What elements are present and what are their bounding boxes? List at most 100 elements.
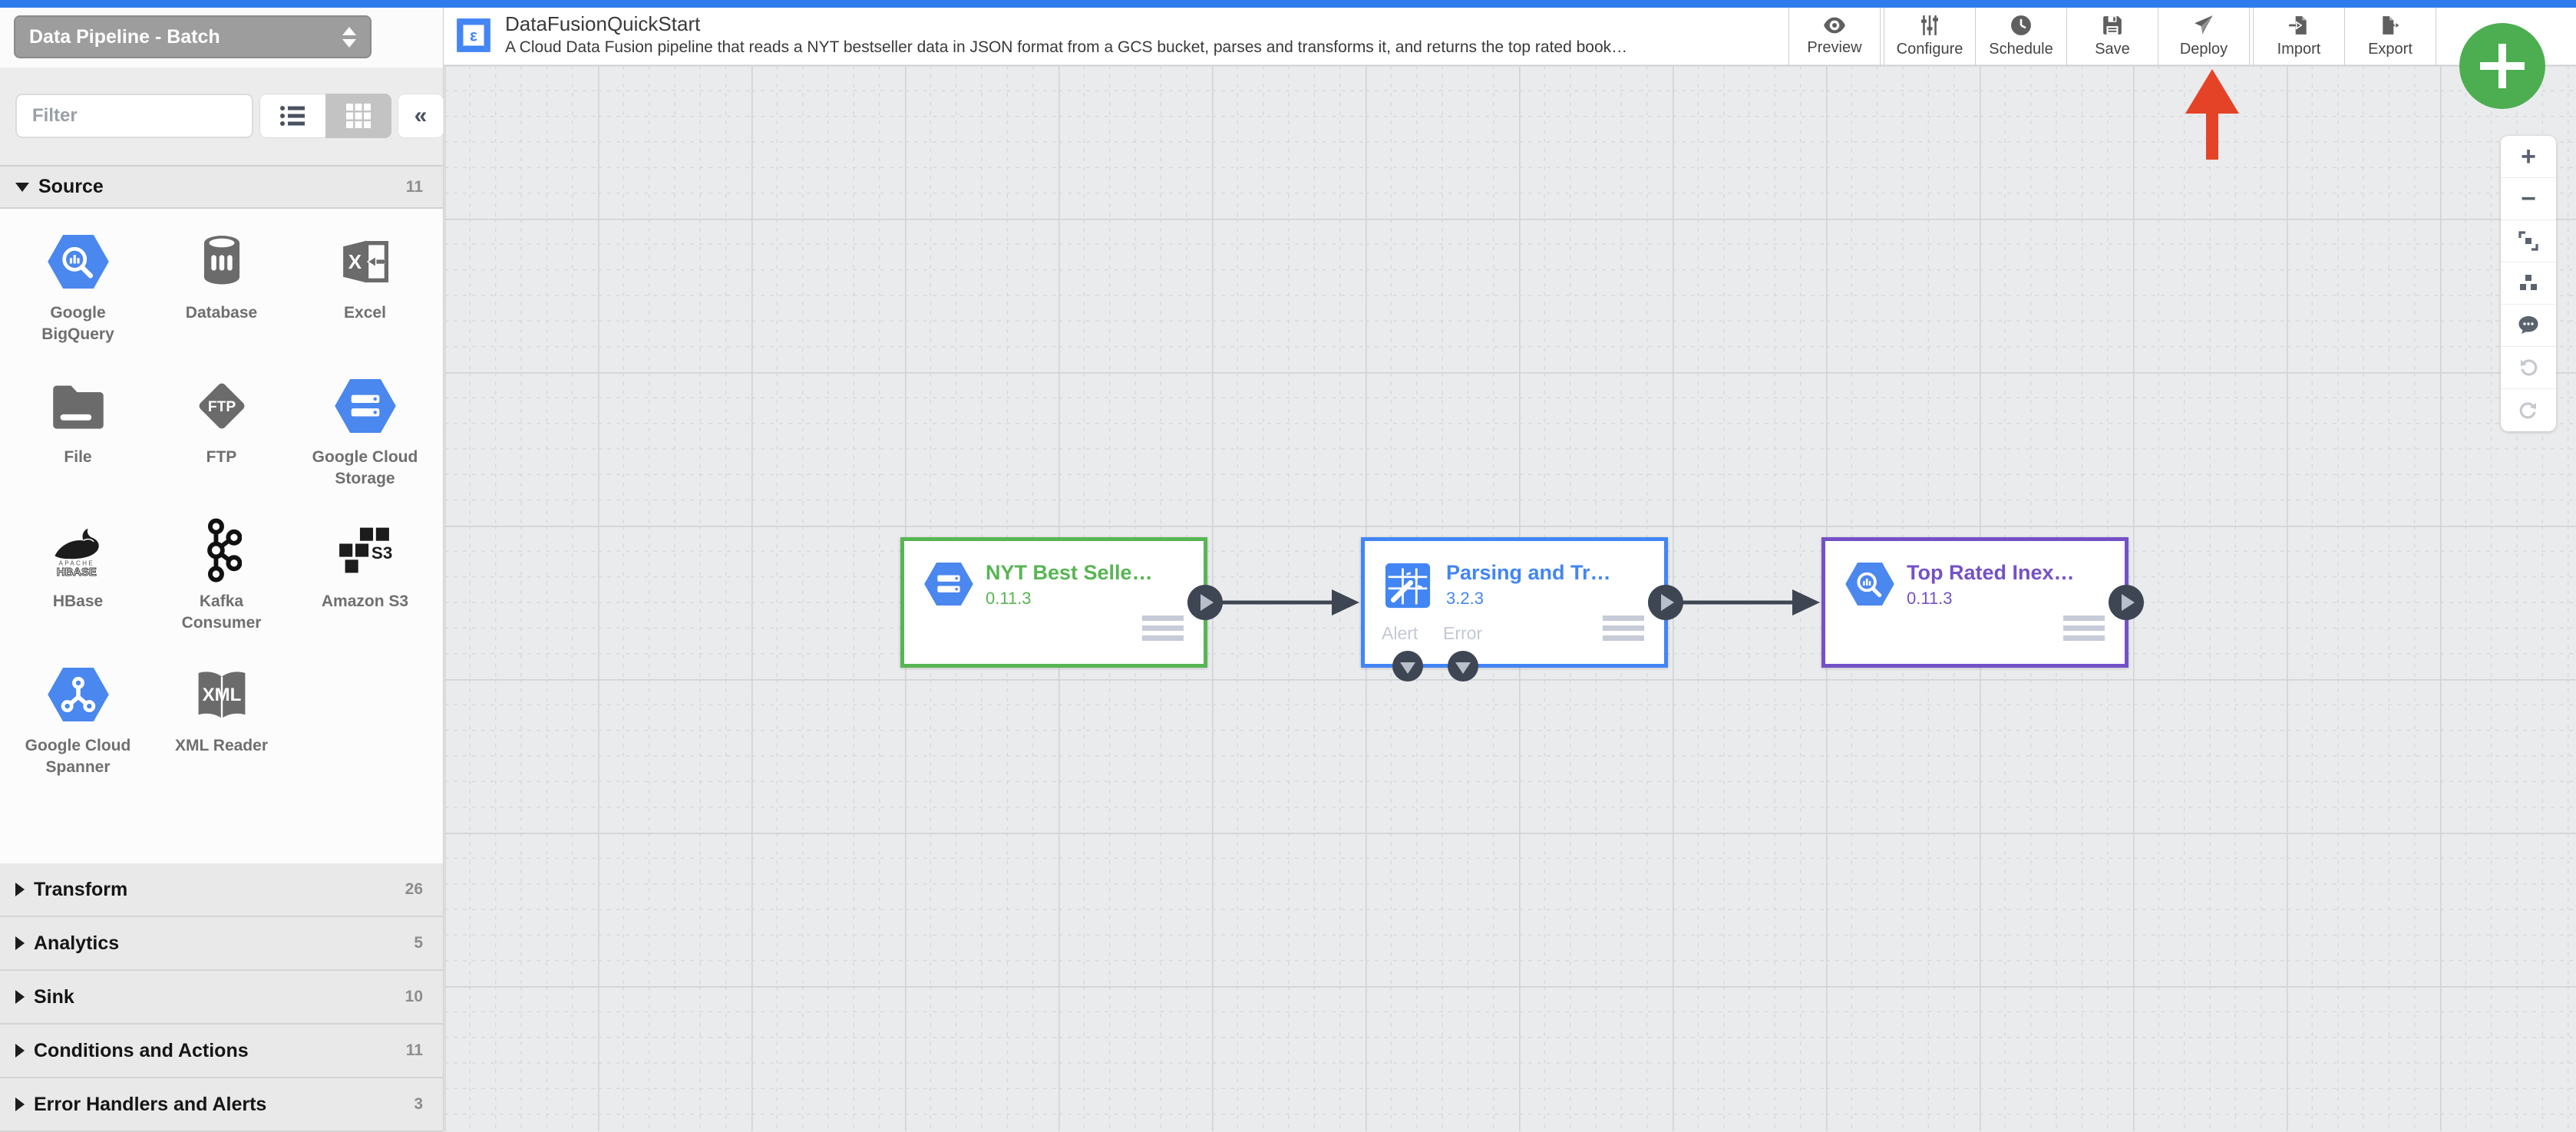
zoom-in-button[interactable]: +: [2501, 136, 2556, 178]
plugin-google-cloud-spanner[interactable]: Google Cloud Spanner: [6, 663, 150, 807]
undo-button[interactable]: [2501, 347, 2556, 389]
toolbar-label: Schedule: [1989, 41, 2053, 58]
plugin-google-bigquery[interactable]: Google BigQuery: [6, 230, 150, 375]
save-button[interactable]: Save: [2067, 8, 2158, 65]
add-entity-fab[interactable]: [2459, 23, 2545, 109]
grid-view-icon: [346, 104, 371, 128]
plugin-google-cloud-storage[interactable]: Google Cloud Storage: [293, 375, 437, 519]
section-transform[interactable]: Transform 26: [0, 863, 443, 917]
plugin-file[interactable]: File: [6, 375, 150, 519]
collapse-sidebar-button[interactable]: «: [398, 94, 444, 138]
node-menu-icon[interactable]: [1142, 616, 1184, 645]
gcs-icon: [924, 563, 973, 612]
node-title: NYT Best Selle…: [986, 561, 1153, 584]
section-source-label: Source: [38, 176, 104, 197]
redo-button[interactable]: [2501, 389, 2556, 431]
pipeline-canvas[interactable]: NYT Best Selle… 0.11.3 Parsing and Tr…: [444, 65, 2576, 1131]
node-menu-icon[interactable]: [2063, 616, 2105, 645]
plugin-label: Amazon S3: [321, 592, 409, 610]
output-port[interactable]: [1648, 585, 1683, 620]
fit-to-screen-button[interactable]: [2501, 220, 2556, 262]
plugin-xml-reader[interactable]: XML XML Reader: [150, 663, 293, 807]
divider: [2344, 8, 2345, 65]
section-conditions-and-actions[interactable]: Conditions and Actions 11: [0, 1025, 443, 1078]
node-nyt-best-sellers[interactable]: NYT Best Selle… 0.11.3: [900, 537, 1223, 668]
error-port[interactable]: [1448, 651, 1478, 682]
divider: [1880, 8, 1881, 65]
filter-row: «: [0, 68, 444, 165]
ftp-icon: FTP: [190, 375, 253, 437]
schedule-button[interactable]: Schedule: [1976, 8, 2066, 65]
database-icon: [190, 230, 253, 293]
alert-port[interactable]: [1392, 651, 1423, 682]
comment-button[interactable]: [2501, 305, 2556, 347]
alert-port-label: Alert: [1382, 623, 1418, 643]
output-port[interactable]: [1187, 585, 1223, 620]
node-parsing-transform[interactable]: Parsing and Tr… 3.2.3 Alert Error: [1361, 537, 1683, 682]
play-icon: [2122, 594, 2135, 611]
plugin-hbase[interactable]: APACHE HBASE HBase: [6, 519, 150, 663]
import-file-icon: [2289, 16, 2307, 35]
fit-to-screen-icon: [2518, 231, 2538, 251]
hbase-icon: APACHE HBASE: [47, 519, 110, 582]
preview-button[interactable]: Preview: [1789, 8, 1880, 65]
node-top-rated-sink[interactable]: Top Rated Inex… 0.11.3: [1821, 537, 2144, 668]
plugin-sidebar: Data Pipeline - Batch: [0, 8, 444, 1132]
deploy-button[interactable]: Deploy: [2158, 8, 2249, 65]
section-count: 3: [414, 1095, 423, 1113]
section-count: 11: [405, 1041, 423, 1059]
plugin-amazon-s3[interactable]: S3 Amazon S3: [293, 519, 437, 663]
zoom-out-button[interactable]: −: [2501, 178, 2556, 220]
svg-text:XML: XML: [202, 685, 241, 705]
plugin-database[interactable]: Database: [150, 230, 293, 375]
divider: [2253, 8, 2254, 65]
section-label: Transform: [34, 878, 128, 900]
divider: [1975, 8, 1976, 65]
node-title: Parsing and Tr…: [1446, 561, 1611, 584]
connections: [1216, 589, 1820, 616]
node-version: 0.11.3: [1907, 589, 1953, 608]
chevron-right-icon: [15, 936, 25, 950]
section-error-handlers-and-alerts[interactable]: Error Handlers and Alerts 3: [0, 1078, 443, 1132]
svg-text:ε: ε: [470, 27, 477, 45]
view-toggle: [259, 94, 391, 138]
toolbar-label: Export: [2368, 41, 2413, 58]
node-menu-icon[interactable]: [1603, 616, 1644, 645]
grid-view-button[interactable]: [325, 94, 391, 138]
plugin-kafka-consumer[interactable]: Kafka Consumer: [150, 518, 293, 663]
top-accent-bar: [0, 0, 2576, 8]
section-source-count: 11: [405, 177, 423, 196]
plus-icon: +: [2521, 141, 2536, 171]
list-view-button[interactable]: [259, 94, 325, 138]
plugin-excel[interactable]: X Excel: [293, 230, 437, 375]
divider: [1788, 8, 1789, 65]
plugin-label: Google BigQuery: [41, 304, 114, 344]
import-button[interactable]: Import: [2254, 8, 2344, 65]
triangle-down-icon: [1400, 662, 1415, 674]
align-nodes-button[interactable]: [2501, 262, 2556, 305]
toolbar-label: Import: [2277, 41, 2321, 58]
canvas-controls: + −: [2501, 136, 2556, 431]
export-file-icon: [2383, 16, 2401, 35]
plugin-ftp[interactable]: FTP FTP: [150, 375, 293, 519]
section-analytics[interactable]: Analytics 5: [0, 917, 443, 971]
pipeline-header: ε DataFusionQuickStart A Cloud Data Fusi…: [444, 8, 2576, 65]
configure-button[interactable]: Configure: [1884, 8, 1975, 65]
divider: [2066, 8, 2067, 65]
filter-input[interactable]: [15, 94, 253, 138]
pipeline-title: DataFusionQuickStart: [505, 12, 701, 35]
save-icon: [2103, 16, 2122, 35]
section-source[interactable]: Source 11: [0, 165, 443, 209]
toolbar-label: Preview: [1807, 39, 1862, 56]
redo-icon: [2519, 401, 2536, 419]
chevron-right-icon: [15, 1044, 25, 1058]
pipeline-type-select[interactable]: Data Pipeline - Batch: [14, 15, 372, 58]
play-icon: [1661, 594, 1674, 611]
output-port[interactable]: [2109, 585, 2144, 620]
export-button[interactable]: Export: [2345, 8, 2436, 65]
section-sink[interactable]: Sink 10: [0, 971, 443, 1025]
pipeline-description: A Cloud Data Fusion pipeline that reads …: [505, 38, 1628, 56]
section-count: 5: [414, 934, 423, 952]
s3-icon: S3: [334, 519, 397, 582]
plugin-label: HBase: [52, 592, 104, 610]
